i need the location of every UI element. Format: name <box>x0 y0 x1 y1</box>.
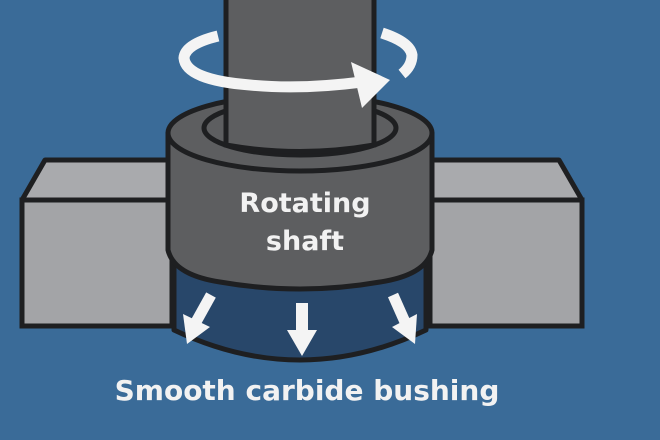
rotation-arrow-icon <box>178 27 418 108</box>
shaft-label-line1: Rotating <box>239 188 370 219</box>
left-support-block <box>19 157 175 329</box>
down-arrow-icon <box>287 303 317 356</box>
bushing-label: Smooth carbide bushing <box>115 374 500 407</box>
down-arrow-icon <box>387 292 417 344</box>
down-arrow-icon <box>183 292 216 344</box>
right-support-block <box>427 157 585 329</box>
shaft-label-line2: shaft <box>266 226 344 257</box>
rotating-shaft <box>223 0 377 154</box>
load-arrows <box>183 292 417 356</box>
